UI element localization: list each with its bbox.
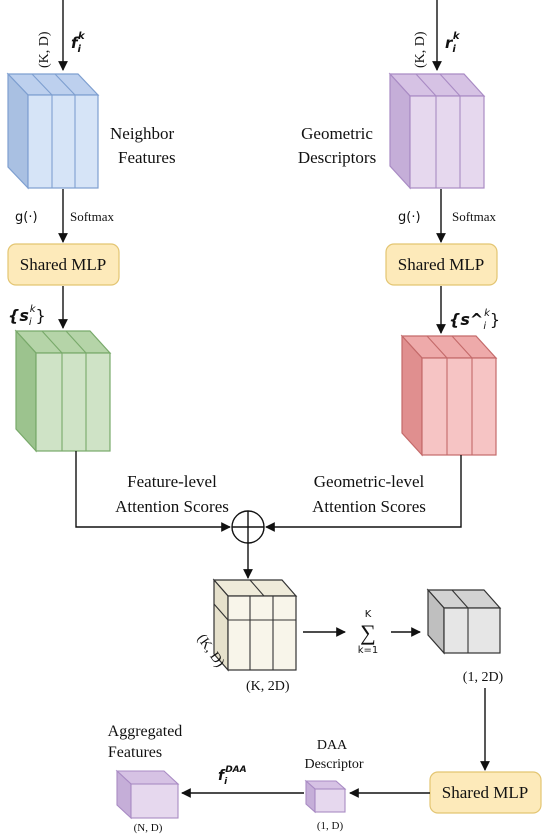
neighbor-features-label-line1: Neighbor bbox=[110, 124, 175, 143]
feature-level-label-line1: Feature-level bbox=[127, 472, 217, 491]
geometric-attention-block bbox=[400, 334, 498, 457]
aggregated-features-block bbox=[115, 769, 180, 820]
right-softmax-label: Softmax bbox=[452, 209, 497, 224]
left-to-merge-line bbox=[75, 451, 231, 532]
geometric-descriptors-label-line2: Descriptors bbox=[298, 148, 376, 167]
sum-lower: k=1 bbox=[358, 645, 379, 656]
reduced-dims: (1, 2D) bbox=[463, 670, 504, 685]
aggregated-features-dims: (N, D) bbox=[134, 822, 163, 834]
feature-attention-block bbox=[14, 329, 112, 453]
right-to-merge-line bbox=[265, 455, 462, 532]
neighbor-features-label-line2: Features bbox=[118, 148, 176, 167]
geometric-level-label-line2: Attention Scores bbox=[312, 497, 426, 516]
left-input-dims: (K, D) bbox=[37, 31, 52, 68]
sum-upper: K bbox=[365, 609, 372, 620]
geometric-level-label-line1: Geometric-level bbox=[314, 472, 425, 491]
daa-descriptor-dims: (1, D) bbox=[317, 820, 344, 832]
aggregated-features-label-line2: Features bbox=[108, 744, 162, 761]
daa-descriptor-block bbox=[304, 779, 347, 814]
daa-descriptor-label-line2: Descriptor bbox=[304, 757, 363, 772]
reduced-block bbox=[426, 588, 502, 655]
left-shared-mlp-label: Shared MLP bbox=[20, 255, 106, 274]
neighbor-features-block bbox=[6, 72, 100, 190]
left-softmax-label: Softmax bbox=[70, 209, 115, 224]
aggregated-features-label-line1: Aggregated bbox=[108, 723, 183, 740]
daa-descriptor-label-line1: DAA bbox=[317, 738, 348, 753]
right-input-symbol: rik bbox=[445, 31, 461, 55]
right-score-symbol: {s^ik} bbox=[449, 308, 500, 332]
right-input-dims: (K, D) bbox=[413, 31, 428, 68]
concat-operator-icon bbox=[231, 510, 265, 544]
right-shared-mlp-label: Shared MLP bbox=[398, 255, 484, 274]
concatenated-block bbox=[212, 578, 298, 672]
left-func-label: g(·) bbox=[15, 210, 38, 225]
right-shared-mlp-box bbox=[385, 243, 498, 286]
concat-dims-b: (K, 2D) bbox=[246, 679, 290, 694]
daa-output-symbol: fiDAA bbox=[218, 765, 247, 787]
left-shared-mlp-box bbox=[7, 243, 120, 286]
left-score-symbol: {sik} bbox=[8, 304, 46, 328]
geometric-descriptors-label-line1: Geometric bbox=[301, 124, 373, 143]
feature-level-label-line2: Attention Scores bbox=[115, 497, 229, 516]
final-shared-mlp-label: Shared MLP bbox=[442, 783, 528, 802]
geometric-descriptors-block bbox=[388, 72, 486, 190]
right-func-label: g(·) bbox=[398, 210, 421, 225]
sum-symbol: ∑ bbox=[360, 620, 376, 645]
left-input-symbol: fik bbox=[71, 31, 86, 55]
